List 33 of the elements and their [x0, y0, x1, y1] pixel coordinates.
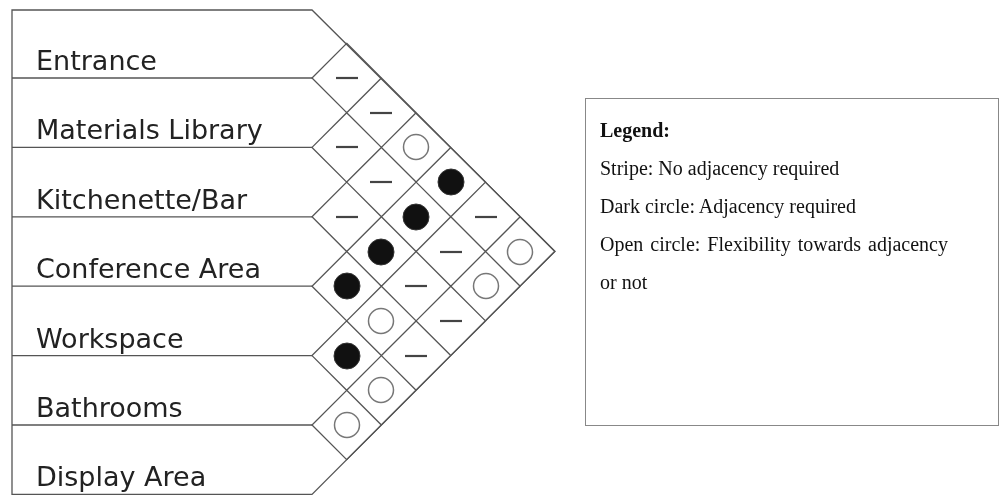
- stripe-mark: [404, 353, 429, 358]
- stripe-mark: [438, 249, 463, 254]
- open-circle: [367, 376, 396, 405]
- open-circle: [506, 237, 535, 266]
- stripe-mark: [369, 180, 394, 185]
- room-label: Kitchenette/Bar: [36, 185, 248, 215]
- room-label: Entrance: [36, 47, 157, 76]
- filled-circle: [332, 341, 361, 370]
- stripe-mark: [404, 284, 429, 289]
- room-label: Display Area: [36, 463, 207, 493]
- filled-circle: [436, 168, 465, 197]
- stripe-mark: [438, 318, 463, 323]
- legend-text: Dark circle: Adjacency required: [600, 194, 857, 220]
- stripe-mark: [334, 214, 359, 219]
- stripe-mark: [334, 76, 359, 80]
- filled-circle: [402, 202, 431, 231]
- legend-text: Stripe: No adjacency required: [600, 156, 841, 182]
- room-label: Bathrooms: [36, 394, 183, 423]
- open-circle: [471, 272, 500, 301]
- filled-circle: [332, 272, 361, 301]
- filled-circle: [367, 237, 396, 266]
- legend-heading: Legend:: [600, 118, 670, 144]
- legend-text: Open circle: Flexibility towards adjacency or not: [600, 232, 948, 295]
- room-label: Materials Library: [36, 116, 263, 146]
- legend-box: [585, 98, 999, 426]
- open-circle: [367, 306, 396, 335]
- stripe-mark: [334, 145, 359, 150]
- stripe-mark: [369, 110, 394, 115]
- open-circle: [402, 133, 431, 162]
- open-circle: [332, 411, 361, 439]
- room-label: Workspace: [36, 324, 184, 354]
- stripe-mark: [473, 214, 498, 219]
- room-label: Conference Area: [36, 255, 261, 285]
